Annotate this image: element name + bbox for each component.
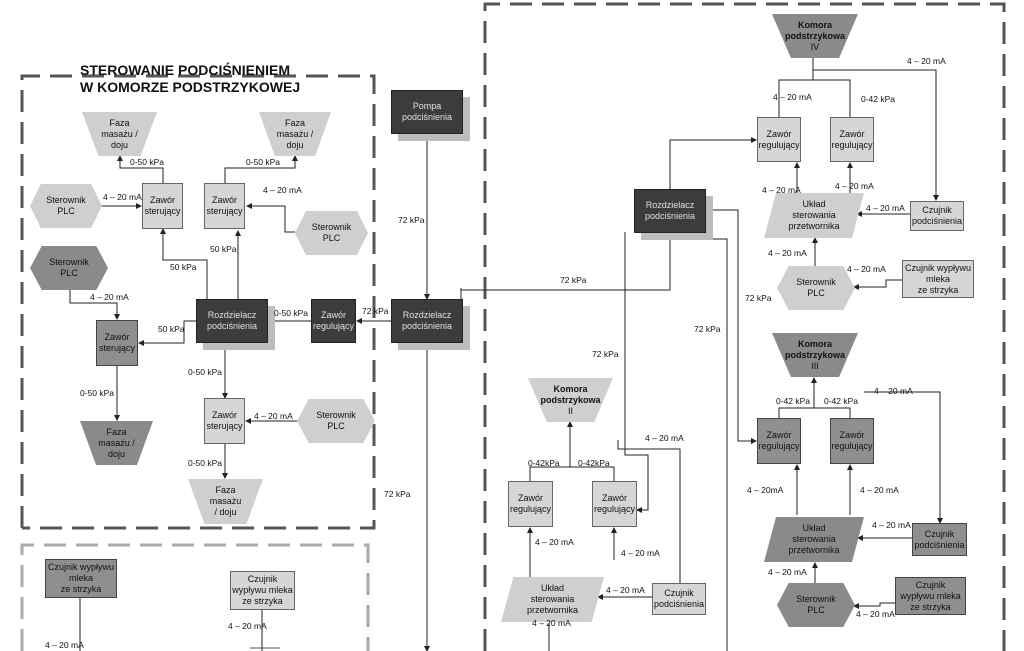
- label-ma-uklad3-a: 4 – 20mA: [747, 485, 784, 495]
- sterownik-plc-3: Sterownik PLC: [30, 246, 108, 290]
- label-ma-plc2: 4 – 20 mA: [263, 185, 302, 195]
- label-ma-plc1: 4 – 20 mA: [103, 192, 142, 202]
- rozdzielacz-main-box: Rozdzielacz podciśnienia: [391, 299, 463, 343]
- zawor-sterujacy-4: Zawór sterujący: [204, 398, 245, 444]
- komora-iv-label: Komora podstrzykowa: [784, 19, 845, 41]
- sterownik-plc-5: Sterownik PLC: [777, 266, 855, 310]
- bottom-left-group-border: [20, 543, 370, 651]
- label-42kpa-zr3a: 0-42 kPa: [776, 396, 811, 406]
- czujnik-wyplywu-bottom-left: Czujnik wypływu mleka ze strzyka: [45, 559, 117, 598]
- czujnik-podcisnienia-ii: Czujnik podciśnienia: [652, 583, 706, 615]
- label-ma-zr4a: 4 – 20 mA: [773, 92, 812, 102]
- label-ma-plc5: 4 – 20 mA: [847, 264, 886, 274]
- rozdzielacz-right-box: Rozdzielacz podciśnienia: [634, 189, 706, 233]
- czujnik-wyplywu-iv: Czujnik wypływu mleka ze strzyka: [902, 260, 974, 298]
- label-ma-uklad2-down: 4 – 20 mA: [532, 618, 571, 628]
- zawor-regulujacy-2b: Zawór regulujący: [592, 481, 637, 527]
- label-ma-komora4: 4 – 20 mA: [907, 56, 946, 66]
- label-ma-uklad3-b: 4 – 20 mA: [860, 485, 899, 495]
- label-ma-bottom-mid: 4 – 20 mA: [228, 621, 267, 631]
- label-ma-czujnik3: 4 – 20 mA: [872, 520, 911, 530]
- zawor-regulujacy-4b: Zawór regulujący: [830, 117, 874, 162]
- label-0-50kpa-zs4: 0-50 kPa: [188, 367, 223, 377]
- zawor-sterujacy-1: Zawór sterujący: [142, 183, 183, 229]
- komora-ii-label: Komora podstrzykowa: [540, 383, 601, 405]
- label-72kpa-iv: 72 kPa: [745, 293, 772, 303]
- uklad-sterowania-ii: Układ sterowania przetwornika: [501, 577, 604, 622]
- sterownik-plc-6: Sterownik PLC: [777, 583, 855, 627]
- label-42kpa-zr2a: 0-42kPa: [528, 458, 560, 468]
- label-ma-uklad2-a: 4 – 20 mA: [535, 537, 574, 547]
- rozdzielacz-left-box: Rozdzielacz podciśnienia: [196, 299, 268, 343]
- uklad-sterowania-iv: Układ sterowania przetwornika: [764, 193, 864, 238]
- label-72kpa-right: 72 kPa: [560, 275, 587, 285]
- pompa-podcisnienia-box: Pompa podciśnienia: [391, 90, 463, 134]
- czujnik-podcisnienia-iv: Czujnik podciśnienia: [910, 201, 964, 231]
- sterownik-plc-2: Sterownik PLC: [295, 211, 368, 255]
- zawor-sterujacy-3: Zawór sterujący: [96, 320, 138, 366]
- zawor-sterujacy-2: Zawór sterujący: [204, 183, 245, 229]
- label-50kpa-zs3: 50 kPa: [158, 324, 185, 334]
- right-group-border: [483, 2, 1006, 651]
- komora-iv-number: IV: [810, 41, 820, 52]
- sterownik-plc-4: Sterownik PLC: [297, 399, 375, 443]
- label-42kpa-zr3b: 0-42 kPa: [824, 396, 859, 406]
- komora-ii-number: II: [567, 405, 573, 416]
- label-ma-plc5-up: 4 – 20 mA: [768, 248, 807, 258]
- zawor-regulujacy-2a: Zawór regulujący: [508, 481, 553, 527]
- label-0-50kpa-faza3: 0-50 kPa: [80, 388, 115, 398]
- group-borders: [20, 2, 1006, 651]
- label-42kpa-zr2b: 0-42kPa: [578, 458, 610, 468]
- label-72kpa-reg: 72 kPa: [362, 306, 389, 316]
- komora-iii-number: III: [811, 360, 819, 371]
- left-group-border: [20, 74, 376, 530]
- czujnik-wyplywu-bottom-mid: Czujnik wypływu mleka ze strzyka: [230, 571, 295, 610]
- label-42kpa-zr4b: 0-42 kPa: [861, 94, 896, 104]
- sterownik-plc-1: Sterownik PLC: [30, 184, 102, 228]
- label-ma-plc6-up: 4 – 20 mA: [768, 567, 807, 577]
- czujnik-wyplywu-iii: Czujnik wypływu mleka ze strzyka: [895, 577, 966, 615]
- label-0-50kpa-faza4: 0-50 kPa: [188, 458, 223, 468]
- label-72kpa-ii: 72 kPa: [592, 349, 619, 359]
- label-ma-uklad4-b: 4 – 20 mA: [835, 181, 874, 191]
- label-50kpa-zs2: 50 kPa: [210, 244, 237, 254]
- label-ma-plc6: 4 – 20 mA: [856, 609, 895, 619]
- label-72kpa-pompa: 72 kPa: [398, 215, 425, 225]
- section-title: STEROWANIE PODCIŚNIENIEM W KOMORZE PODST…: [80, 62, 301, 95]
- connector-lines: [69, 45, 943, 651]
- label-ma-komora2: 4 – 20 mA: [645, 433, 684, 443]
- komora-iii-label: Komora podstrzykowa: [784, 338, 845, 360]
- label-ma-uklad2-b: 4 – 20 mA: [621, 548, 660, 558]
- zawor-regulujacy-3a: Zawór regulujący: [757, 418, 801, 464]
- label-0-50kpa-reg: 0-50 kPa: [274, 308, 309, 318]
- uklad-sterowania-iii: Układ sterowania przetwornika: [764, 517, 864, 562]
- label-ma-czujnik2: 4 – 20 mA: [606, 585, 645, 595]
- zawor-regulujacy-3b: Zawór regulujący: [830, 418, 874, 464]
- label-0-50kpa-2: 0-50 kPa: [246, 157, 281, 167]
- label-0-50kpa-1: 0-50 kPa: [130, 157, 165, 167]
- label-ma-plc3: 4 – 20 mA: [90, 292, 129, 302]
- label-ma-czujnik4: 4 – 20 mA: [866, 203, 905, 213]
- label-72kpa-iii: 72 kPa: [694, 324, 721, 334]
- label-ma-komora3: 4 – 20 mA: [874, 386, 913, 396]
- label-ma-plc4: 4 – 20 mA: [254, 411, 293, 421]
- czujnik-podcisnienia-iii: Czujnik podciśnienia: [912, 523, 967, 556]
- zawor-regulujacy-main-box: Zawór regulujący: [311, 299, 356, 343]
- label-ma-uklad4-a: 4 – 20 mA: [762, 185, 801, 195]
- label-50kpa-zs1: 50 kPa: [170, 262, 197, 272]
- label-ma-bottom-left: 4 – 20 mA: [45, 640, 84, 650]
- label-72kpa-down: 72 kPa: [384, 489, 411, 499]
- zawor-regulujacy-4a: Zawór regulujący: [757, 117, 801, 162]
